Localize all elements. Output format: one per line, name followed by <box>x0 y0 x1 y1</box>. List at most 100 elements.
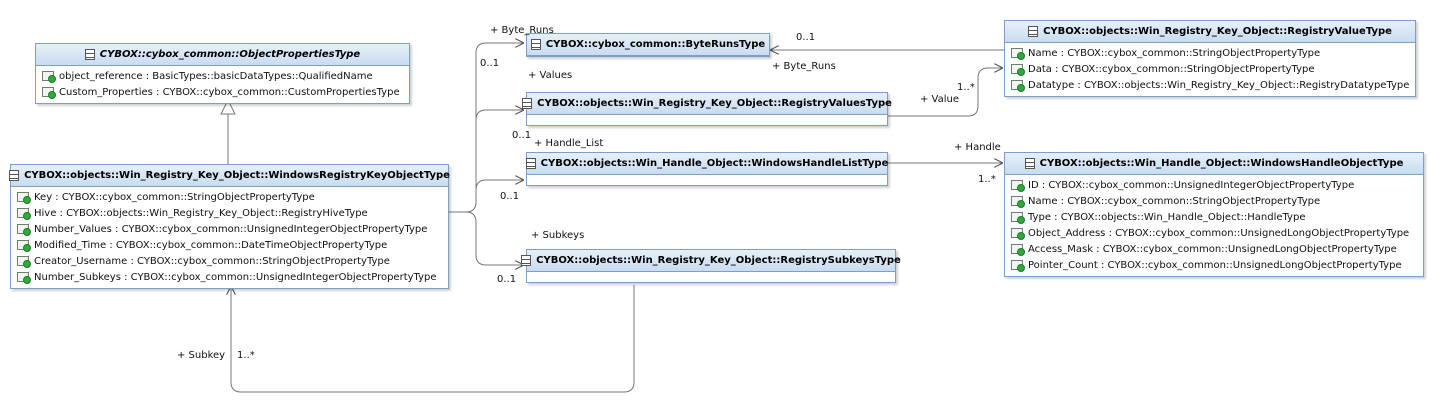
attribute-icon <box>1011 260 1025 272</box>
class-title: CYBOX::cybox_common::ByteRunsType <box>545 39 766 50</box>
attribute-row[interactable]: Hive : CYBOX::objects::Win_Registry_Key_… <box>11 205 448 221</box>
attribute-icon <box>1011 180 1025 192</box>
association-byte-runs <box>449 43 524 213</box>
multiplicity-label-handle-list: 0..1 <box>500 191 520 202</box>
association-handle-list <box>475 180 524 191</box>
role-label-subkeys: + Subkeys <box>531 230 585 241</box>
class-header: CYBOX::objects::Win_Handle_Object::Windo… <box>525 153 888 175</box>
attribute-row[interactable]: object_reference : BasicTypes::basicData… <box>36 68 409 84</box>
association-subkeys <box>465 211 524 265</box>
class-title: CYBOX::objects::Win_Handle_Object::Windo… <box>1039 158 1404 169</box>
class-title: CYBOX::objects::Win_Registry_Key_Object:… <box>24 170 450 181</box>
class-registry-values-type[interactable]: CYBOX::objects::Win_Registry_Key_Object:… <box>522 92 892 126</box>
attribute-icon <box>1011 212 1025 224</box>
attribute-text: Custom_Properties : CYBOX::cybox_common:… <box>59 86 400 98</box>
attribute-icon <box>1011 196 1025 208</box>
attribute-icon <box>17 272 31 284</box>
role-label-value-byte-runs: + Byte_Runs <box>772 61 836 72</box>
attribute-row[interactable]: ID : CYBOX::cybox_common::UnsignedIntege… <box>1005 177 1423 193</box>
class-icon <box>9 170 20 181</box>
role-label-value: + Value <box>920 94 960 105</box>
attribute-row[interactable]: Type : CYBOX::objects::Win_Handle_Object… <box>1005 209 1423 225</box>
attribute-icon <box>17 256 31 268</box>
class-byte-runs-type[interactable]: CYBOX::cybox_common::ByteRunsType <box>526 33 770 57</box>
attribute-text: Name : CYBOX::cybox_common::StringObject… <box>1028 47 1321 59</box>
multiplicity-label-subkey: 1..* <box>237 350 255 361</box>
class-icon <box>521 255 532 266</box>
class-registry-value-type[interactable]: CYBOX::objects::Win_Registry_Key_Object:… <box>1004 20 1416 97</box>
attribute-text: Data : CYBOX::cybox_common::StringObject… <box>1028 63 1315 75</box>
class-attributes: object_reference : BasicTypes::basicData… <box>36 66 409 103</box>
attribute-text: object_reference : BasicTypes::basicData… <box>59 70 373 82</box>
attribute-row[interactable]: Custom_Properties : CYBOX::cybox_common:… <box>36 84 409 100</box>
attribute-row[interactable]: Modified_Time : CYBOX::cybox_common::Dat… <box>11 237 448 253</box>
class-header: CYBOX::objects::Win_Registry_Key_Object:… <box>522 93 892 115</box>
attribute-icon <box>1011 64 1025 76</box>
role-label-subkey: + Subkey <box>177 350 226 361</box>
multiplicity-label-handle: 1..* <box>978 174 996 185</box>
attribute-text: Access_Mask : CYBOX::cybox_common::Unsig… <box>1028 243 1397 255</box>
class-header: CYBOX::objects::Win_Registry_Key_Object:… <box>1005 21 1415 43</box>
class-title: CYBOX::objects::Win_Registry_Key_Object:… <box>1043 26 1392 37</box>
attribute-row[interactable]: Data : CYBOX::cybox_common::StringObject… <box>1005 61 1415 77</box>
attribute-text: Pointer_Count : CYBOX::cybox_common::Uns… <box>1028 259 1402 271</box>
attribute-row[interactable]: Creator_Username : CYBOX::cybox_common::… <box>11 253 448 269</box>
class-icon <box>525 158 536 169</box>
class-registry-subkeys-type[interactable]: CYBOX::objects::Win_Registry_Key_Object:… <box>521 249 901 283</box>
attribute-icon <box>1011 48 1025 60</box>
multiplicity-label-values: 0..1 <box>512 130 532 141</box>
multiplicity-label-value-byte-runs: 0..1 <box>796 32 816 43</box>
attribute-row[interactable]: Pointer_Count : CYBOX::cybox_common::Uns… <box>1005 257 1423 273</box>
attribute-text: Key : CYBOX::cybox_common::StringObjectP… <box>34 191 315 203</box>
class-icon <box>1024 158 1035 169</box>
class-title: CYBOX::objects::Win_Registry_Key_Object:… <box>536 255 901 266</box>
class-object-properties-type[interactable]: CYBOX::cybox_common::ObjectPropertiesTyp… <box>35 43 410 104</box>
attribute-icon <box>42 71 56 83</box>
attribute-text: Datatype : CYBOX::objects::Win_Registry_… <box>1028 79 1410 91</box>
class-header: CYBOX::objects::Win_Registry_Key_Object:… <box>9 165 450 187</box>
attribute-icon <box>17 224 31 236</box>
class-header: CYBOX::objects::Win_Registry_Key_Object:… <box>521 250 901 272</box>
class-attributes: ID : CYBOX::cybox_common::UnsignedIntege… <box>1005 175 1423 276</box>
class-header: CYBOX::objects::Win_Handle_Object::Windo… <box>1005 153 1423 175</box>
attribute-icon <box>42 87 56 99</box>
multiplicity-label-byte-runs: 0..1 <box>480 58 500 69</box>
multiplicity-label-subkeys: 0..1 <box>497 274 517 285</box>
class-windows-handle-list-type[interactable]: CYBOX::objects::Win_Handle_Object::Windo… <box>525 152 888 186</box>
role-label-handle: + Handle <box>954 142 1001 153</box>
attribute-text: Object_Address : CYBOX::cybox_common::Un… <box>1028 227 1410 239</box>
attribute-icon <box>17 240 31 252</box>
attribute-row[interactable]: Access_Mask : CYBOX::cybox_common::Unsig… <box>1005 241 1423 257</box>
class-header: CYBOX::cybox_common::ByteRunsType <box>527 34 769 56</box>
class-attributes <box>527 272 895 282</box>
association-values <box>475 110 524 121</box>
attribute-row[interactable]: Number_Values : CYBOX::cybox_common::Uns… <box>11 221 448 237</box>
attribute-text: ID : CYBOX::cybox_common::UnsignedIntege… <box>1028 179 1355 191</box>
class-title: CYBOX::cybox_common::ObjectPropertiesTyp… <box>99 49 361 60</box>
role-label-handle-list: + Handle_List <box>534 138 604 149</box>
class-title: CYBOX::objects::Win_Registry_Key_Object:… <box>537 98 892 109</box>
role-label-values: + Values <box>528 70 573 81</box>
attribute-row[interactable]: Object_Address : CYBOX::cybox_common::Un… <box>1005 225 1423 241</box>
attribute-row[interactable]: Datatype : CYBOX::objects::Win_Registry_… <box>1005 77 1415 93</box>
class-windows-registry-key-object-type[interactable]: CYBOX::objects::Win_Registry_Key_Object:… <box>9 164 450 289</box>
attribute-text: Number_Values : CYBOX::cybox_common::Uns… <box>34 223 428 235</box>
generalization-arrowhead <box>220 98 236 115</box>
attribute-text: Hive : CYBOX::objects::Win_Registry_Key_… <box>34 207 368 219</box>
class-icon <box>522 98 533 109</box>
class-windows-handle-object-type[interactable]: CYBOX::objects::Win_Handle_Object::Windo… <box>1004 152 1424 277</box>
attribute-text: Modified_Time : CYBOX::cybox_common::Dat… <box>34 239 388 251</box>
multiplicity-label-value: 1..* <box>957 82 975 93</box>
attribute-row[interactable]: Number_Subkeys : CYBOX::cybox_common::Un… <box>11 269 448 285</box>
association-subkey <box>231 285 635 393</box>
attribute-icon <box>1011 80 1025 92</box>
class-attributes <box>527 175 887 185</box>
attribute-text: Name : CYBOX::cybox_common::StringObject… <box>1028 195 1321 207</box>
attribute-icon <box>17 208 31 220</box>
attribute-text: Number_Subkeys : CYBOX::cybox_common::Un… <box>34 271 437 283</box>
attribute-row[interactable]: Key : CYBOX::cybox_common::StringObjectP… <box>11 189 448 205</box>
attribute-row[interactable]: Name : CYBOX::cybox_common::StringObject… <box>1005 193 1423 209</box>
attribute-text: Type : CYBOX::objects::Win_Handle_Object… <box>1028 211 1306 223</box>
attribute-row[interactable]: Name : CYBOX::cybox_common::StringObject… <box>1005 45 1415 61</box>
